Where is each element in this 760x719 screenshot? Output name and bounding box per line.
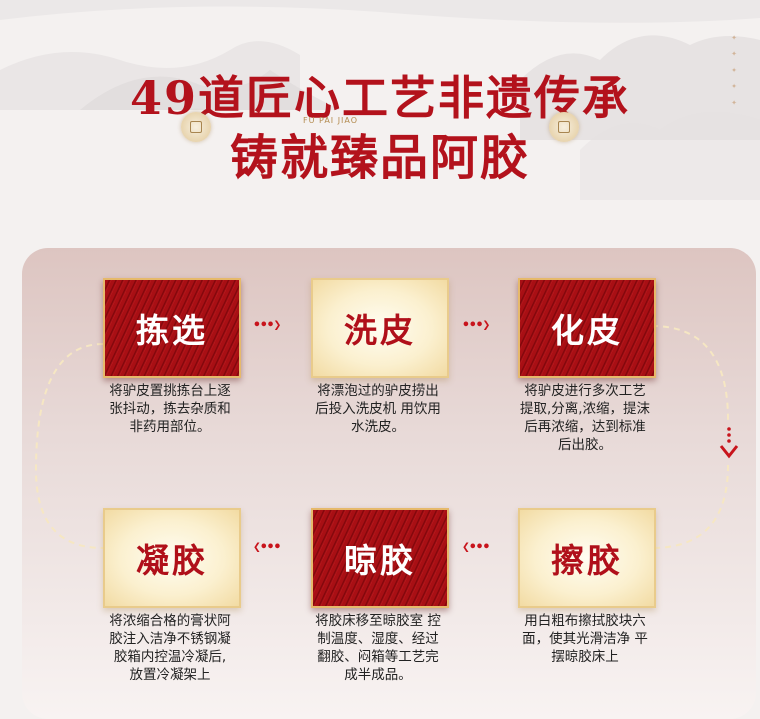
arrow-left-icon: ❮••• <box>462 540 490 555</box>
step-desc-4: 用白粗布擦拭胶块六 面，使其光滑洁净 平 摆晾胶床上 <box>501 612 669 666</box>
step-desc-6: 将浓缩合格的膏状阿 胶注入洁净不锈钢凝 胶箱内控温冷凝后, 放置冷凝架上 <box>86 612 254 684</box>
seal-left-icon <box>181 112 211 142</box>
step-label-3: 化皮 <box>551 311 623 350</box>
arrow-right-icon: •••❯ <box>462 318 490 333</box>
step-box-4: 擦胶 <box>518 508 656 608</box>
desc-line: 制温度、湿度、经过 <box>317 631 439 647</box>
desc-line: 水洗皮。 <box>351 419 405 435</box>
page-title-line2: 铸就臻品阿胶 <box>229 130 530 186</box>
step-desc-1: 将驴皮置挑拣台上逐 张抖动，拣去杂质和 非药用部位。 <box>86 382 254 436</box>
desc-line: 将漂泡过的驴皮捞出 <box>317 383 439 399</box>
arrow-down-icon <box>719 427 739 459</box>
desc-line: 张抖动，拣去杂质和 <box>109 401 231 417</box>
step-label-4: 擦胶 <box>551 541 623 580</box>
desc-line: 放置冷凝架上 <box>129 667 211 683</box>
step-box-3: 化皮 <box>518 278 656 378</box>
arrow-right-icon: •••❯ <box>253 318 281 333</box>
step-box-1: 拣选 <box>103 278 241 378</box>
step-label-2: 洗皮 <box>344 311 416 350</box>
desc-line: 将浓缩合格的膏状阿 <box>109 613 231 629</box>
desc-line: 胶箱内控温冷凝后, <box>113 649 227 665</box>
step-box-5: 晾胶 <box>311 508 449 608</box>
desc-line: 提取,分离,浓缩，提沫 <box>519 401 651 417</box>
step-desc-2: 将漂泡过的驴皮捞出 后投入洗皮机 用饮用 水洗皮。 <box>294 382 462 436</box>
step-label-6: 凝胶 <box>136 541 208 580</box>
desc-line: 翻胶、闷箱等工艺完 <box>317 649 439 665</box>
desc-line: 胶注入洁净不锈钢凝 <box>109 631 231 647</box>
step-label-1: 拣选 <box>136 311 208 350</box>
step-box-6: 凝胶 <box>103 508 241 608</box>
desc-line: 将驴皮进行多次工艺 <box>524 383 646 399</box>
desc-line: 用白粗布擦拭胶块六 <box>524 613 646 629</box>
step-desc-5: 将胶床移至晾胶室 控 制温度、湿度、经过 翻胶、闷箱等工艺完 成半成品。 <box>294 612 462 684</box>
desc-line: 后出胶。 <box>558 437 612 453</box>
desc-line: 非药用部位。 <box>129 419 211 435</box>
desc-line: 成半成品。 <box>344 667 412 683</box>
desc-line: 将胶床移至晾胶室 控 <box>315 613 441 629</box>
desc-line: 后投入洗皮机 用饮用 <box>315 401 441 417</box>
arrow-left-icon: ❮••• <box>253 540 281 555</box>
seal-right-icon <box>549 112 579 142</box>
step-box-2: 洗皮 <box>311 278 449 378</box>
step-desc-3: 将驴皮进行多次工艺 提取,分离,浓缩，提沫 后再浓缩，达到标准 后出胶。 <box>501 382 669 454</box>
desc-line: 摆晾胶床上 <box>551 649 619 665</box>
desc-line: 面，使其光滑洁净 平 <box>522 631 648 647</box>
page-title-line1: 49道匠心工艺非遗传承 <box>129 71 630 125</box>
desc-line: 后再浓缩，达到标准 <box>524 419 646 435</box>
desc-line: 将驴皮置挑拣台上逐 <box>109 383 231 399</box>
side-decoration: ✦ ✦ ✦ ✦ ✦ <box>730 34 738 110</box>
mountain-background <box>0 0 760 200</box>
brand-text: FU PAI JIAO <box>303 116 359 125</box>
step-label-5: 晾胶 <box>344 541 416 580</box>
